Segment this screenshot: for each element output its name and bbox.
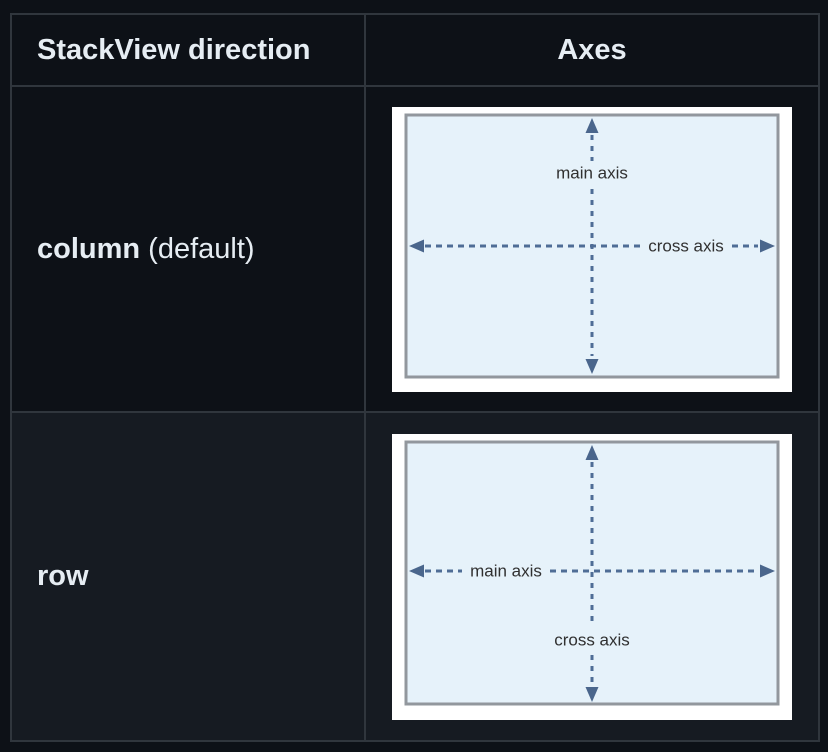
cross-axis-label: cross axis <box>554 630 630 649</box>
direction-suffix: (default) <box>140 232 255 265</box>
arrowhead-right-icon <box>760 239 775 252</box>
direction-value: column <box>37 232 141 265</box>
column-header-direction: StackView direction <box>10 13 366 87</box>
main-axis-label: main axis <box>470 561 542 580</box>
axes-cell-column: main axis cross axis <box>364 85 820 413</box>
table-row-row-direction: row main axis cro <box>10 411 820 742</box>
table-header-row: StackView direction Axes <box>10 13 820 87</box>
arrowhead-left-icon <box>409 564 424 577</box>
direction-value: row <box>37 560 89 592</box>
column-axes-diagram: main axis cross axis <box>392 106 792 392</box>
arrowhead-down-icon <box>585 358 599 374</box>
stackview-direction-table: StackView direction Axes column (default… <box>10 13 820 742</box>
axes-cell-row: main axis cross axis <box>364 411 820 742</box>
direction-cell-column: column (default) <box>10 85 366 413</box>
column-header-axes: Axes <box>364 13 820 87</box>
arrowhead-up-icon <box>585 444 599 460</box>
arrowhead-right-icon <box>760 564 775 577</box>
main-axis-label: main axis <box>556 163 628 182</box>
arrowhead-down-icon <box>585 686 599 702</box>
table-row-column-direction: column (default) main axis <box>10 85 820 413</box>
cross-axis-label: cross axis <box>648 236 724 255</box>
direction-cell-row: row <box>10 411 366 742</box>
row-axes-diagram: main axis cross axis <box>392 433 792 720</box>
arrowhead-up-icon <box>585 117 599 133</box>
arrowhead-left-icon <box>409 239 424 252</box>
